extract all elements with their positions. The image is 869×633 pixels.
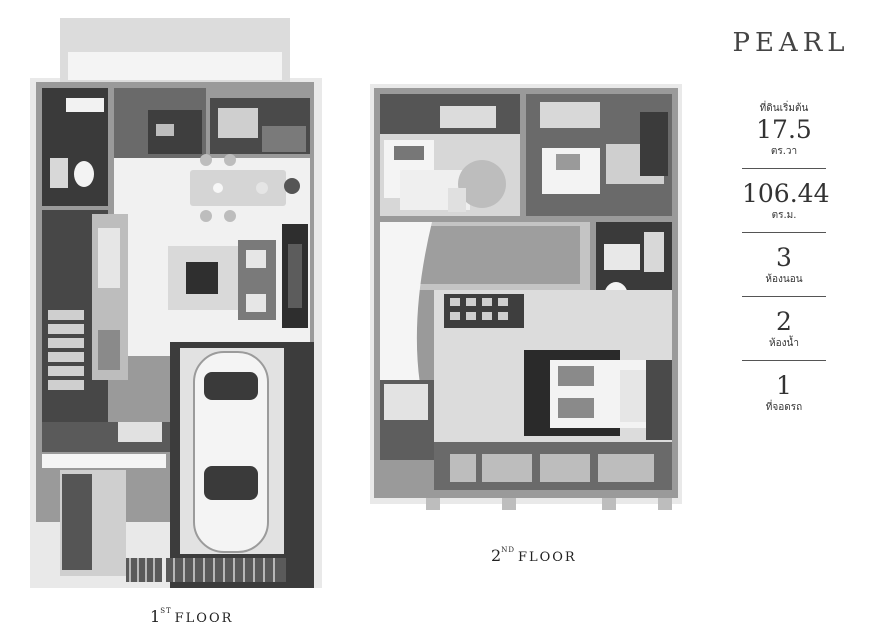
toilet bbox=[74, 161, 94, 187]
parking-unit: ที่จอดรถ bbox=[765, 402, 803, 413]
bedrooms-value: 3 bbox=[776, 243, 792, 272]
model-title: PEARL bbox=[732, 28, 850, 58]
second-floor-suffix: ND bbox=[501, 546, 515, 554]
usable-area-unit: ตร.ม. bbox=[771, 210, 797, 221]
divider bbox=[742, 296, 826, 297]
bedrooms-unit: ห้องนอน bbox=[765, 274, 803, 285]
second-floor-plan bbox=[370, 84, 682, 516]
sink bbox=[604, 244, 640, 270]
land-size-label: ที่ดินเริ่มต้น bbox=[759, 103, 809, 114]
bathrooms-unit: ห้องน้ำ bbox=[769, 338, 799, 349]
divider bbox=[742, 360, 826, 361]
first-floor-number: 1 bbox=[150, 607, 161, 626]
second-floor-number: 2 bbox=[491, 546, 502, 565]
bathrooms-value: 2 bbox=[776, 307, 792, 336]
first-floor-word: FLOOR bbox=[174, 611, 234, 626]
first-floor-suffix: ST bbox=[160, 607, 172, 615]
parking-stat: 1 ที่จอดรถ bbox=[742, 371, 826, 414]
sink bbox=[50, 158, 68, 188]
divider bbox=[742, 232, 826, 233]
second-floor-word: FLOOR bbox=[517, 550, 577, 565]
bathrooms-stat: 2 ห้องน้ำ bbox=[742, 307, 826, 350]
usable-area-stat: 106.44 ตร.ม. bbox=[742, 179, 830, 222]
land-size-value: 17.5 bbox=[756, 115, 812, 144]
entry-mat bbox=[118, 422, 162, 442]
first-floor-plan bbox=[30, 18, 322, 588]
usable-area-value: 106.44 bbox=[742, 179, 830, 208]
spec-panel: ที่ดินเริ่มต้น 17.5 ตร.วา 106.44 ตร.ม. 3… bbox=[742, 102, 830, 414]
coffee-table bbox=[186, 262, 218, 294]
dining-table bbox=[190, 170, 286, 206]
bedrooms-stat: 3 ห้องนอน bbox=[742, 243, 826, 286]
land-size-unit: ตร.วา bbox=[770, 146, 798, 157]
stairs bbox=[48, 310, 84, 390]
parking-value: 1 bbox=[776, 371, 792, 400]
land-size-stat: ที่ดินเริ่มต้น 17.5 ตร.วา bbox=[742, 102, 826, 158]
second-floor-drawing bbox=[370, 84, 682, 510]
first-floor-drawing bbox=[30, 18, 322, 588]
divider bbox=[742, 168, 826, 169]
car bbox=[193, 351, 269, 553]
front-gate bbox=[126, 558, 286, 582]
